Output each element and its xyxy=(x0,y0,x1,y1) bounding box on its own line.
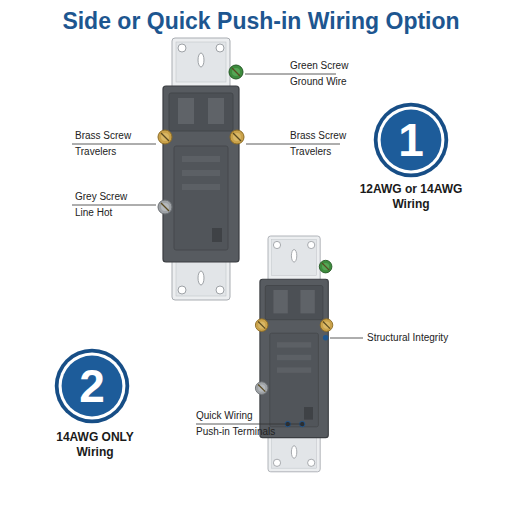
callout-number: 2 xyxy=(54,348,130,424)
callout-label: Grey Screw xyxy=(75,191,127,203)
callout-label: Travelers xyxy=(290,146,331,158)
wiring-note: Wiring xyxy=(76,445,113,459)
callout-label: Structural Integrity xyxy=(367,332,448,344)
callout-label: Ground Wire xyxy=(290,76,347,88)
callout-label: Green Screw xyxy=(290,60,348,72)
page-title: Side or Quick Push-in Wiring Option xyxy=(0,8,522,35)
wiring-note: 12AWG or 14AWG xyxy=(360,182,463,196)
callout-label: Brass Screw xyxy=(75,130,131,142)
callout-label: Quick Wiring xyxy=(196,410,253,422)
callout-label: Travelers xyxy=(75,146,116,158)
callout-number: 1 xyxy=(373,102,449,178)
switch-side-wiring xyxy=(158,38,244,300)
wiring-note: Wiring xyxy=(392,197,429,211)
number-badge: 2 xyxy=(54,348,130,424)
callout-label: Brass Screw xyxy=(290,130,346,142)
wiring-note: 14AWG ONLY xyxy=(56,430,134,444)
number-badge: 1 xyxy=(373,102,449,178)
callout-label: Push-in Terminals xyxy=(196,426,275,438)
callout-label: Line Hot xyxy=(75,207,112,219)
